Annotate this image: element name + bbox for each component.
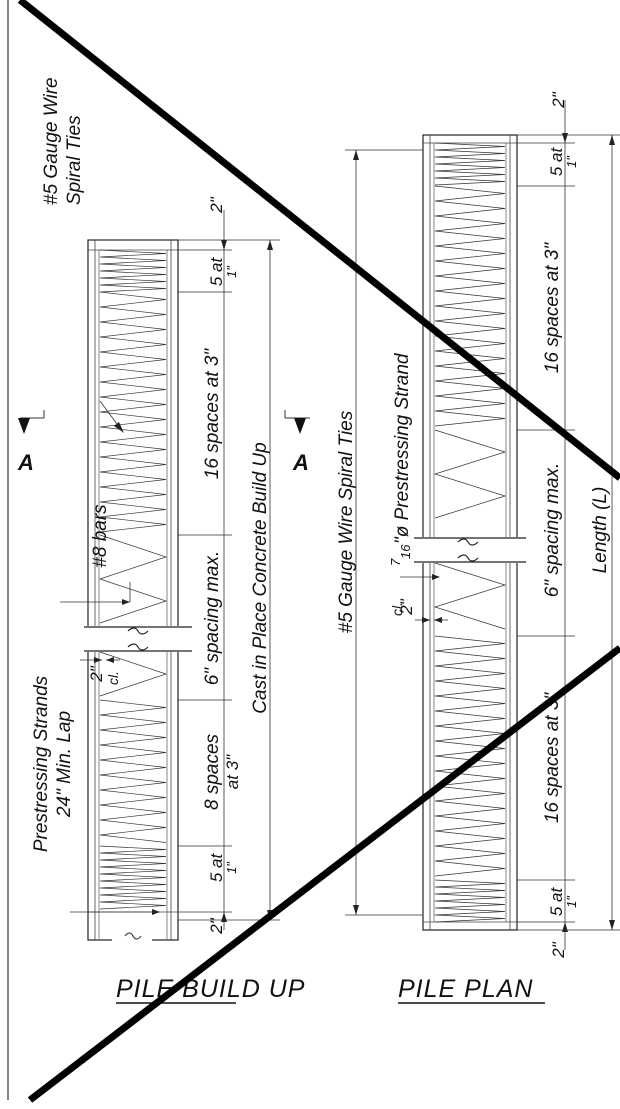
build-up-length-label: Cast in Place Concrete Build Up — [250, 442, 271, 713]
plan-strand-label: 7 16 "ø Prestressing Strand — [388, 352, 413, 566]
plan-5-ties-bottom: 5 at — [547, 887, 566, 917]
spiral-tie-segment — [434, 879, 506, 923]
plan-top-dim: 2" — [549, 91, 568, 108]
plan-bottom-dim: 2" — [549, 941, 568, 958]
build-up-5-ties: 5 at — [207, 257, 226, 287]
build-up-cover-cl: cl. — [105, 671, 121, 685]
plan-16-spaces-top: 16 spaces at 3" — [542, 242, 563, 374]
pile-plan: 2" 5 at 1" 16 spaces at 3" 6" spacing ma… — [336, 91, 620, 1004]
spiral-tie-segment — [99, 845, 167, 910]
spiral-tie-segment — [99, 249, 167, 293]
plan-16-spaces-bottom: 16 spaces at 3" — [542, 692, 563, 824]
build-up-5-ties-spacing: 1" — [224, 265, 239, 278]
build-up-spacing-max: 6" spacing max. — [202, 551, 223, 686]
build-up-strands-label: Prestressing Strands — [31, 675, 52, 852]
build-up-8-spaces-at: at 3" — [223, 754, 242, 789]
spiral-tie-segment — [99, 651, 168, 697]
build-up-top-dim: 2" — [207, 196, 226, 213]
strike-line-2 — [27, 645, 620, 1103]
section-a-left: A — [17, 450, 34, 475]
svg-text:16: 16 — [398, 544, 413, 559]
spiral-tie-segment — [434, 185, 506, 427]
build-up-spiral-ties — [98, 249, 168, 910]
plan-length-label: Length (L) — [590, 487, 611, 574]
section-a-right: A — [292, 450, 309, 475]
build-up-spiral-ties-label: #5 Gauge Wire — [41, 77, 62, 205]
plan-spacing-max: 6" spacing max. — [542, 463, 563, 598]
pile-build-up: #5 Gauge Wire Spiral Ties 2" 5 at 1" 16 … — [17, 77, 310, 1004]
plan-spiral-ties — [433, 142, 507, 923]
spiral-tie-segment — [433, 429, 507, 519]
plan-5-ties-bottom-spacing: 1" — [564, 895, 579, 908]
spiral-tie-segment — [434, 142, 506, 186]
svg-text:7: 7 — [388, 558, 403, 566]
build-up-cover: 2" — [87, 665, 106, 682]
spiral-tie-segment — [99, 699, 167, 843]
plan-5-ties-spacing: 1" — [564, 155, 579, 168]
build-up-5-ties-bottom-spacing: 1" — [224, 861, 239, 874]
plan-cover: 2" — [397, 598, 416, 615]
plan-outline — [422, 134, 518, 931]
plan-5-ties: 5 at — [547, 147, 566, 177]
strike-line-1 — [17, 0, 620, 481]
spiral-tie-segment — [434, 635, 506, 877]
build-up-bars-label: #8 bars — [90, 504, 111, 568]
build-up-8-spaces: 8 spaces — [202, 733, 223, 810]
build-up-16-spaces: 16 spaces at 3" — [202, 348, 223, 480]
build-up-5-ties-bottom: 5 at — [207, 853, 226, 883]
spiral-tie-segment — [433, 562, 507, 630]
spiral-tie-segment — [98, 534, 168, 624]
build-up-bottom-dim: 2" — [207, 917, 226, 934]
build-up-strands-lap: 24" Min. Lap — [54, 711, 75, 818]
build-up-title: PILE BUILD UP — [116, 975, 305, 1003]
svg-text:"ø Prestressing Strand: "ø Prestressing Strand — [392, 352, 413, 544]
plan-title: PILE PLAN — [398, 975, 533, 1003]
build-up-spiral-ties-label-2: Spiral Ties — [64, 115, 85, 205]
plan-cover-cl: cl. — [389, 602, 405, 616]
plan-spiral-ties-label: #5 Gauge Wire Spiral Ties — [336, 410, 357, 633]
spiral-tie-segment — [99, 291, 167, 533]
